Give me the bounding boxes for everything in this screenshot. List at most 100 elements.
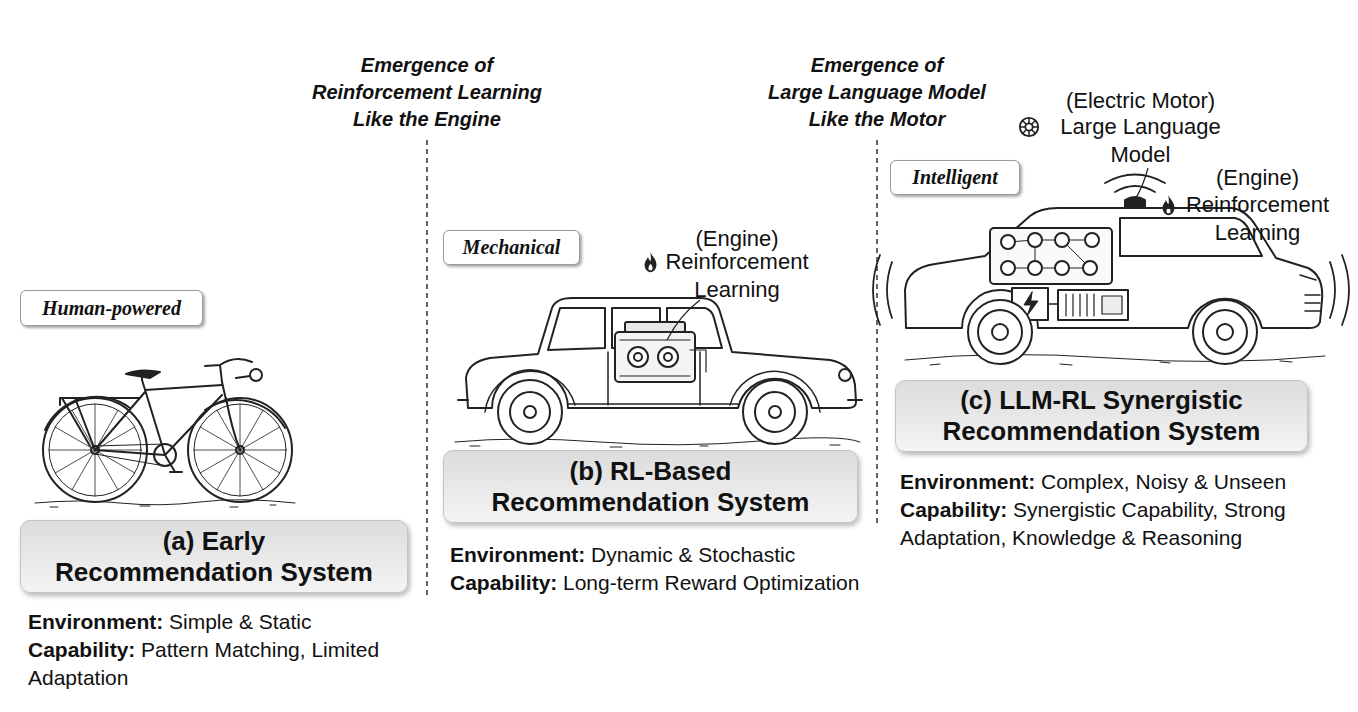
vintage-car-illustration-part [658, 347, 678, 367]
wrap-spacer [307, 52, 335, 79]
env-key: Capability: [450, 571, 557, 594]
env-key: Environment: [900, 470, 1035, 493]
vintage-car-illustration-part [548, 308, 605, 350]
smart-car-illustration-part [978, 310, 1022, 354]
label-group: Reinforcement Learning [1180, 191, 1335, 247]
heading-text: Emergence of Large Language Model Like t… [768, 54, 986, 130]
smart-car-illustration-part [1001, 261, 1015, 275]
smart-car-illustration-part [1058, 290, 1128, 320]
label-group: Environment:Simple & StaticCapability:Pa… [28, 608, 408, 692]
part-icon-part [1163, 195, 1175, 215]
text-line: Environment: Simple & Static [28, 608, 408, 636]
label-group: (Engine) [662, 225, 812, 253]
smart-car-illustration-part [1217, 324, 1233, 340]
vintage-car-illustration-part [524, 406, 536, 418]
vintage-car-illustration-part [625, 322, 685, 332]
bicycle-illustration-part [236, 376, 250, 378]
divider-line-part [426, 140, 428, 597]
env-value: Long-term Reward Optimization [563, 571, 859, 594]
smart-car-illustration-part [990, 228, 1112, 284]
vintage-car-illustration-part [839, 369, 851, 381]
smart-car-illustration-part [1055, 233, 1069, 247]
text-line: Environment:Dynamic & Stochastic [450, 541, 885, 569]
text-line: Emergence of Reinforcement Learning Like… [307, 52, 547, 133]
label-group: (Electric Motor) [1043, 87, 1238, 115]
env-key: Capability: [28, 638, 135, 661]
leader-line-part [667, 300, 700, 340]
vintage-car-illustration-part [634, 353, 642, 361]
callout-label: (Electric Motor) [1066, 88, 1215, 113]
tag-text: Human-powered [42, 297, 181, 320]
text-line: Large Language Model [1043, 113, 1238, 169]
box-title: (a) Early Recommendation System [51, 526, 377, 587]
divider-line-part [876, 140, 878, 527]
smart-car-illustration-part [1102, 296, 1122, 314]
label-group: Environment:Dynamic & StochasticCapabili… [450, 541, 885, 597]
smart-car-illustration-part [873, 255, 892, 325]
bicycle-illustration-part [141, 374, 143, 380]
heading-text: Emergence of Reinforcement Learning Like… [312, 54, 542, 130]
system-box: (c) LLM-RL Synergistic Recommendation Sy… [895, 380, 1308, 452]
smart-car-illustration-part [1300, 275, 1320, 311]
smart-car-illustration-part [1105, 175, 1165, 193]
smart-car-illustration-part [1066, 294, 1094, 316]
system-box: (b) RL-Based Recommendation System [443, 450, 858, 523]
smart-car-illustration-part [1125, 197, 1145, 208]
smart-car-illustration-part [1193, 300, 1257, 364]
smart-car-illustration-part [1028, 233, 1042, 247]
box-title: (b) RL-Based Recommendation System [474, 456, 827, 517]
callout-label: (Engine) [695, 226, 778, 251]
bicycle-illustration-part [205, 359, 252, 382]
vintage-car-illustration-part [510, 392, 550, 432]
bicycle-illustration-part [43, 398, 147, 502]
system-box: (a) Early Recommendation System [20, 520, 408, 593]
label-group: Environment: Complex, Noisy & UnseenCapab… [900, 468, 1315, 552]
callout-label: (Engine) [1216, 165, 1299, 190]
bicycle-illustration-part [50, 505, 276, 507]
bicycle-illustration-part [165, 455, 182, 472]
bicycle-illustration-part [222, 382, 240, 450]
vintage-car-illustration-part [628, 347, 648, 367]
smart-car-illustration-part [1028, 261, 1042, 275]
vintage-car-illustration [455, 298, 862, 447]
divider-line [427, 140, 877, 597]
label-group: Emergence of Large Language Model Like t… [757, 52, 997, 133]
text-line: (Engine) [662, 225, 812, 253]
bicycle-illustration-part [205, 400, 285, 428]
vintage-car-illustration-part [498, 380, 562, 444]
env-value: Simple & Static [169, 610, 311, 633]
part-icon-part [645, 252, 657, 272]
text-line: Environment: Complex, Noisy & Unseen [900, 468, 1315, 496]
vintage-car-illustration-part [743, 380, 807, 444]
smart-car-illustration [873, 175, 1349, 366]
env-key: Environment: [450, 543, 585, 566]
label-group: Large Language Model [1043, 113, 1238, 169]
wrap-spacer [757, 52, 785, 79]
env-value: Complex, Noisy & Unseen [1041, 470, 1286, 493]
bicycle-illustration-part [250, 369, 262, 381]
callout-label: Reinforcement Learning [665, 249, 808, 302]
smart-car-illustration-part [1085, 233, 1099, 247]
vintage-car-illustration-part [755, 392, 795, 432]
env-key: Capability: [900, 498, 1007, 521]
smart-car-illustration-part [1203, 310, 1247, 354]
part-icon-part [1020, 118, 1038, 136]
text-line: Capability:Synergistic Capability, Stron… [900, 496, 1315, 552]
env-key: Environment: [28, 610, 163, 633]
box-title: (c) LLM-RL Synergistic Recommendation Sy… [926, 385, 1277, 446]
label-group: Emergence of Reinforcement Learning Like… [307, 52, 547, 133]
text-line: Emergence of Large Language Model Like t… [757, 52, 997, 133]
bicycle-illustration-part [95, 444, 165, 466]
tag-text: Intelligent [912, 166, 998, 189]
text-line: Capability: Long-term Reward Optimization [450, 569, 885, 597]
smart-car-illustration-part [1083, 261, 1097, 275]
smart-car-illustration-part [905, 354, 1325, 361]
bicycle-illustration-part [45, 397, 130, 430]
wrap-spacer [969, 52, 997, 79]
smart-car-illustration-part [968, 300, 1032, 364]
vintage-car-illustration-part [470, 445, 840, 447]
smart-car-illustration-part [1001, 235, 1015, 249]
callout-label: Large Language Model [1060, 114, 1220, 167]
text-line: (Electric Motor) [1043, 87, 1238, 115]
